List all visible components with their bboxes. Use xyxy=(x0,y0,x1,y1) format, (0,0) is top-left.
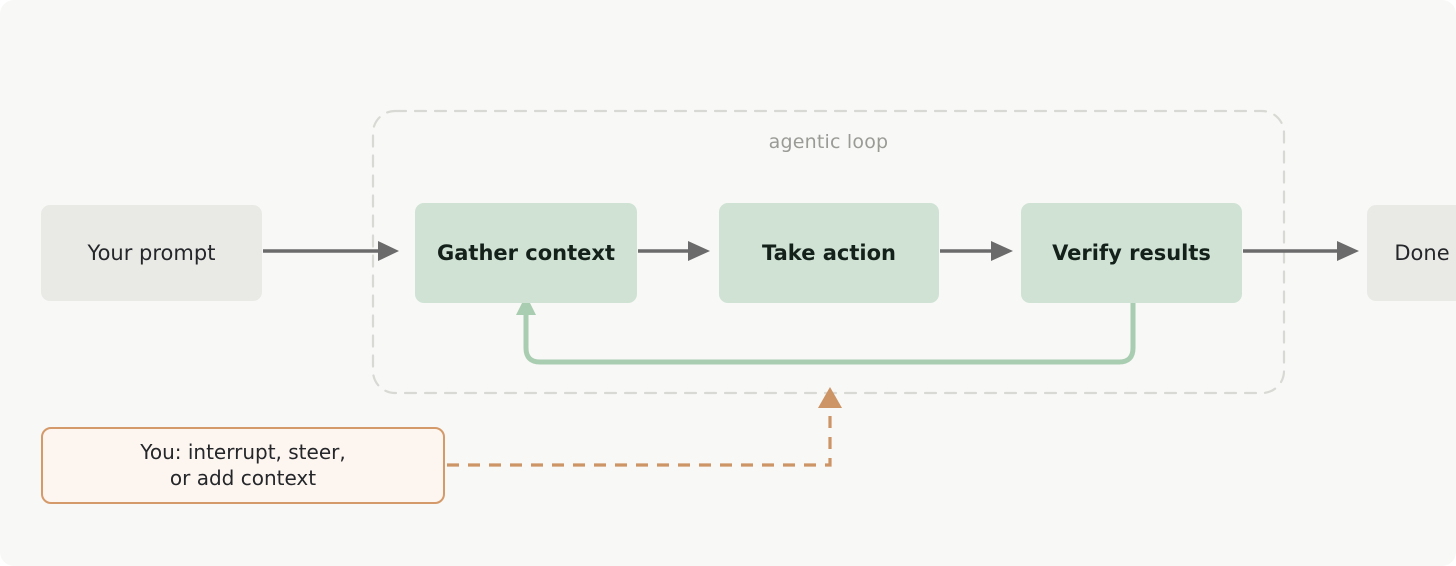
agentic-loop-label: agentic loop xyxy=(768,131,889,153)
arrow-gather-to-action xyxy=(638,241,710,261)
arrow-verify-back-to-gather xyxy=(516,295,1136,365)
node-done[interactable]: Done xyxy=(1367,205,1456,301)
arrow-action-to-verify xyxy=(940,241,1013,261)
node-user-interrupt-line1: You: interrupt, steer, xyxy=(140,439,346,464)
node-user-interrupt[interactable]: You: interrupt, steer, or add context xyxy=(41,427,445,504)
node-take-action[interactable]: Take action xyxy=(719,203,939,303)
node-gather-context[interactable]: Gather context xyxy=(415,203,637,303)
arrow-interrupt-into-loop xyxy=(447,387,842,467)
node-verify-results[interactable]: Verify results xyxy=(1021,203,1242,303)
arrow-verify-to-done xyxy=(1243,241,1359,261)
node-user-interrupt-text: You: interrupt, steer, or add context xyxy=(140,440,345,491)
node-your-prompt[interactable]: Your prompt xyxy=(41,205,262,301)
node-user-interrupt-line2: or add context xyxy=(169,465,317,490)
node-verify-results-label: Verify results xyxy=(1052,240,1211,265)
arrow-prompt-to-gather xyxy=(263,241,399,261)
node-gather-context-label: Gather context xyxy=(437,240,615,265)
node-take-action-label: Take action xyxy=(762,240,896,265)
node-done-label: Done xyxy=(1394,240,1450,265)
node-your-prompt-label: Your prompt xyxy=(87,240,216,265)
